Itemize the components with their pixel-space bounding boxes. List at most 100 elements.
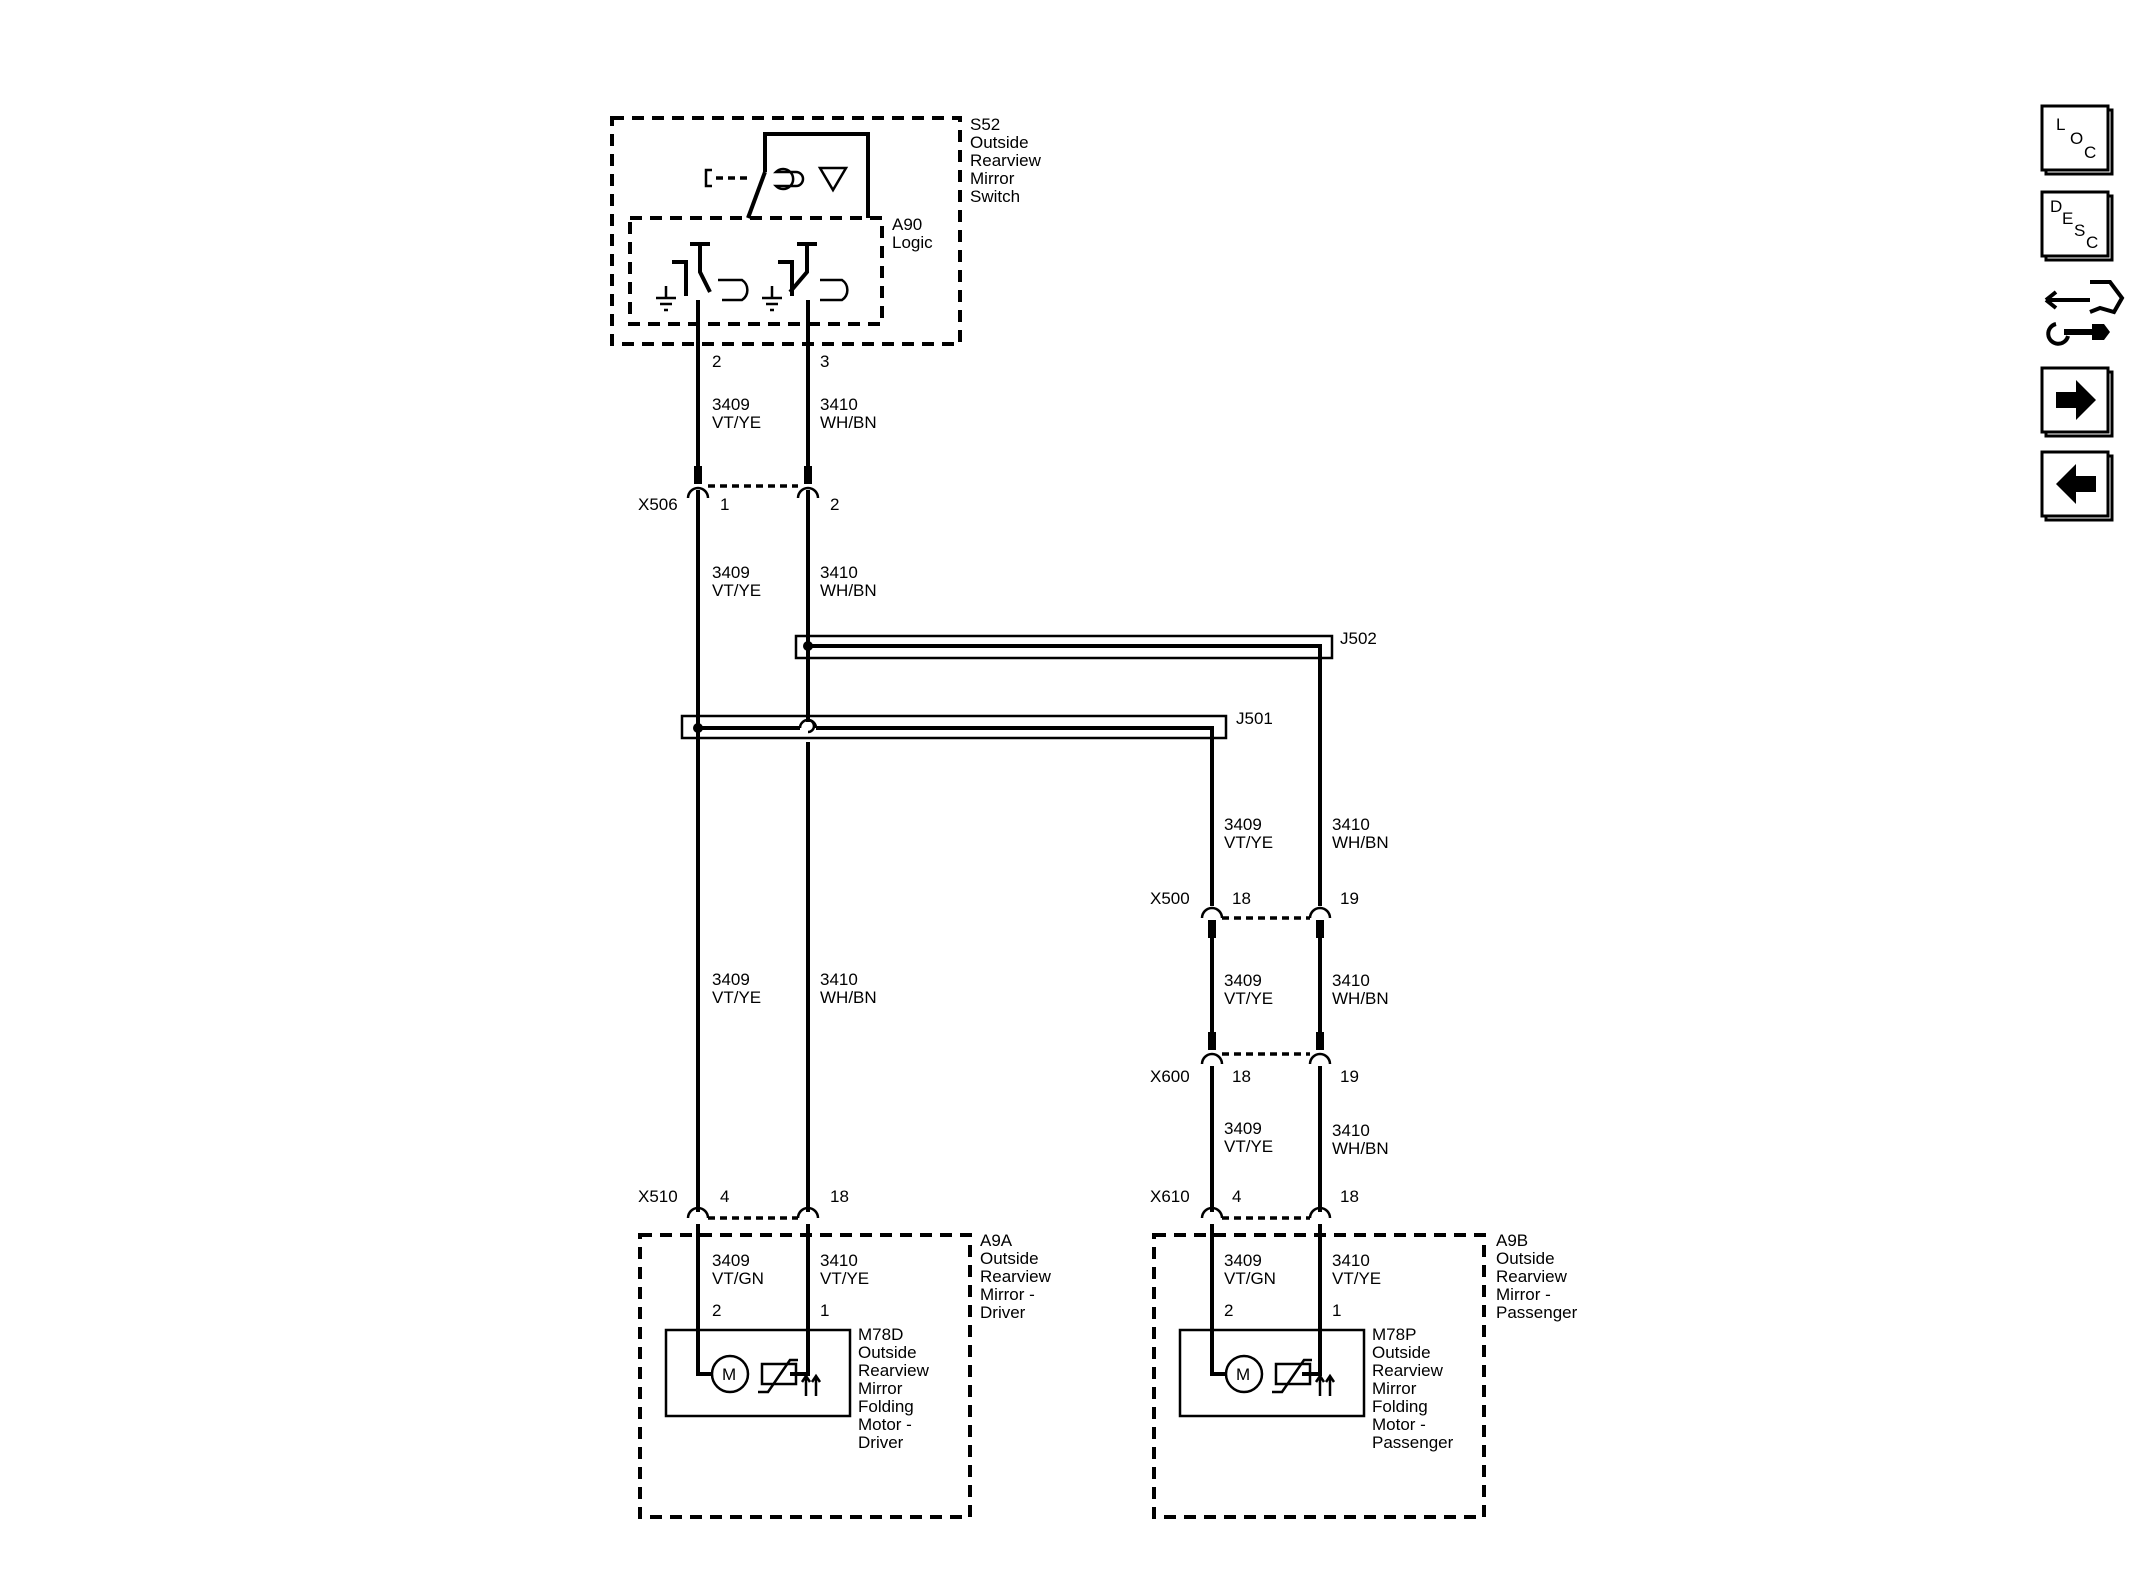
color-label: WH/BN: [1332, 1139, 1389, 1158]
connector-x610: X610 4 18: [1150, 1187, 1359, 1220]
m78d-desc-line-5: Motor -: [858, 1415, 912, 1434]
desc-letter-c: C: [2086, 233, 2098, 252]
connector-x610-name: X610: [1150, 1187, 1190, 1206]
circuit-label: 3410: [1332, 815, 1370, 834]
connector-x510: X510 4 18: [638, 1187, 849, 1220]
s52-desc-line-3: Mirror: [970, 169, 1015, 188]
a9b-desc-line-3: Mirror -: [1496, 1285, 1551, 1304]
connector-x500-pin-18: 18: [1232, 889, 1251, 908]
circuit-label: 3409: [1224, 1251, 1262, 1270]
circuit-label: 3410: [820, 1251, 858, 1270]
s52-outside-rearview-mirror-switch: S52 Outside Rearview Mirror Switch: [610, 115, 1042, 346]
connector-x510-pin-18: 18: [830, 1187, 849, 1206]
circuit-label: 3410: [820, 970, 858, 989]
next-button[interactable]: [2040, 366, 2114, 438]
m78p-desc-line-4: Folding: [1372, 1397, 1428, 1416]
splice-j502-name: J502: [1340, 629, 1377, 648]
desc-letter-s: S: [2074, 221, 2085, 240]
circuit-label: 3409: [712, 563, 750, 582]
s52-desc-line-4: Switch: [970, 187, 1020, 206]
logic-switch-right: [762, 242, 849, 312]
connector-x500-pin-19: 19: [1340, 889, 1359, 908]
m78p-folding-motor-passenger: M M78P Outside Rearview Mirror Folding M…: [1178, 1325, 1454, 1452]
desc-icon: D E S C: [2050, 197, 2098, 252]
loc-letter-l: L: [2056, 115, 2065, 134]
m78p-pin-right: 1: [1332, 1301, 1341, 1320]
circuit-label: 3409: [712, 1251, 750, 1270]
loc-letter-c: C: [2084, 143, 2096, 162]
m78d-desc-line-6: Driver: [858, 1433, 904, 1452]
loc-icon: L O C: [2056, 115, 2096, 162]
a9a-outside-rearview-mirror-driver: A9A Outside Rearview Mirror - Driver 340…: [638, 1224, 1052, 1519]
s52-desc-line-1: Outside: [970, 133, 1029, 152]
s52-pin-right: 3: [820, 352, 829, 371]
m78d-desc-line-1: Outside: [858, 1343, 917, 1362]
circuit-label: 3409: [712, 970, 750, 989]
connector-x506-pin-2: 2: [830, 495, 839, 514]
m78d-pin-right: 1: [820, 1301, 829, 1320]
m78p-id: M78P: [1372, 1325, 1416, 1344]
connector-x506-name: X506: [638, 495, 678, 514]
a90-id: A90: [892, 215, 922, 234]
color-label: VT/YE: [1224, 1137, 1273, 1156]
logic-switch-left: [656, 242, 749, 312]
m78p-desc-line-3: Mirror: [1372, 1379, 1417, 1398]
m78p-desc-line-5: Motor -: [1372, 1415, 1426, 1434]
arrow-right-icon: [2056, 380, 2096, 420]
connector-x600-pin-19: 19: [1340, 1067, 1359, 1086]
connector-x506: X506 1 2: [638, 466, 839, 514]
connector-x600-name: X600: [1150, 1067, 1190, 1086]
circuit-label: 3409: [1224, 971, 1262, 990]
m78d-desc-line-3: Mirror: [858, 1379, 903, 1398]
connector-x500: X500 18 19: [1150, 889, 1359, 938]
loc-letter-o: O: [2070, 129, 2083, 148]
circuit-label: 3410: [820, 563, 858, 582]
circuit-label: 3410: [820, 395, 858, 414]
color-label: WH/BN: [820, 581, 877, 600]
a9b-id: A9B: [1496, 1231, 1528, 1250]
s52-desc-line-2: Rearview: [970, 151, 1042, 170]
color-label: VT/YE: [712, 581, 761, 600]
connector-x510-name: X510: [638, 1187, 678, 1206]
prev-button[interactable]: [2040, 450, 2114, 522]
m78p-desc-line-2: Rearview: [1372, 1361, 1444, 1380]
color-label: VT/YE: [1332, 1269, 1381, 1288]
a9a-desc-line-1: Outside: [980, 1249, 1039, 1268]
connector-wrench-icon: [2044, 280, 2125, 346]
color-label: WH/BN: [1332, 989, 1389, 1008]
a9b-desc-line-2: Rearview: [1496, 1267, 1568, 1286]
color-label: VT/YE: [1224, 989, 1273, 1008]
m78p-pin-left: 2: [1224, 1301, 1233, 1320]
wire-3410-driver-path: [806, 300, 816, 1212]
a9a-desc-line-4: Driver: [980, 1303, 1026, 1322]
motor-symbol: M: [722, 1365, 736, 1384]
a90-logic: A90 Logic: [628, 215, 933, 326]
circuit-label: 3410: [1332, 1121, 1370, 1140]
color-label: WH/BN: [820, 988, 877, 1007]
connector-x500-name: X500: [1150, 889, 1190, 908]
arrow-left-icon: [2056, 464, 2096, 504]
a9a-desc-line-3: Mirror -: [980, 1285, 1035, 1304]
m78p-desc-line-6: Passenger: [1372, 1433, 1454, 1452]
m78d-folding-motor-driver: M M78D Outside Rearview Mirror Folding M…: [664, 1325, 930, 1452]
a9b-outside-rearview-mirror-passenger: A9B Outside Rearview Mirror - Passenger …: [1152, 1224, 1578, 1519]
s52-pin-left: 2: [712, 352, 721, 371]
connector-info-button[interactable]: [2044, 280, 2125, 346]
a9b-desc-line-4: Passenger: [1496, 1303, 1578, 1322]
a9b-desc-line-1: Outside: [1496, 1249, 1555, 1268]
desc-letter-e: E: [2062, 209, 2073, 228]
desc-letter-d: D: [2050, 197, 2062, 216]
connector-x506-pin-1: 1: [720, 495, 729, 514]
color-label: VT/YE: [820, 1269, 869, 1288]
color-label: VT/GN: [712, 1269, 764, 1288]
color-label: WH/BN: [1332, 833, 1389, 852]
desc-button[interactable]: D E S C: [2040, 190, 2114, 262]
circuit-label: 3409: [712, 395, 750, 414]
splice-pack-j501: J501: [680, 709, 1273, 906]
a90-desc-line-1: Logic: [892, 233, 933, 252]
color-label: VT/YE: [1224, 833, 1273, 852]
loc-button[interactable]: L O C: [2040, 104, 2114, 176]
connector-x600: X600 18 19: [1150, 1032, 1359, 1086]
connector-x510-pin-4: 4: [720, 1187, 729, 1206]
a9a-id: A9A: [980, 1231, 1013, 1250]
